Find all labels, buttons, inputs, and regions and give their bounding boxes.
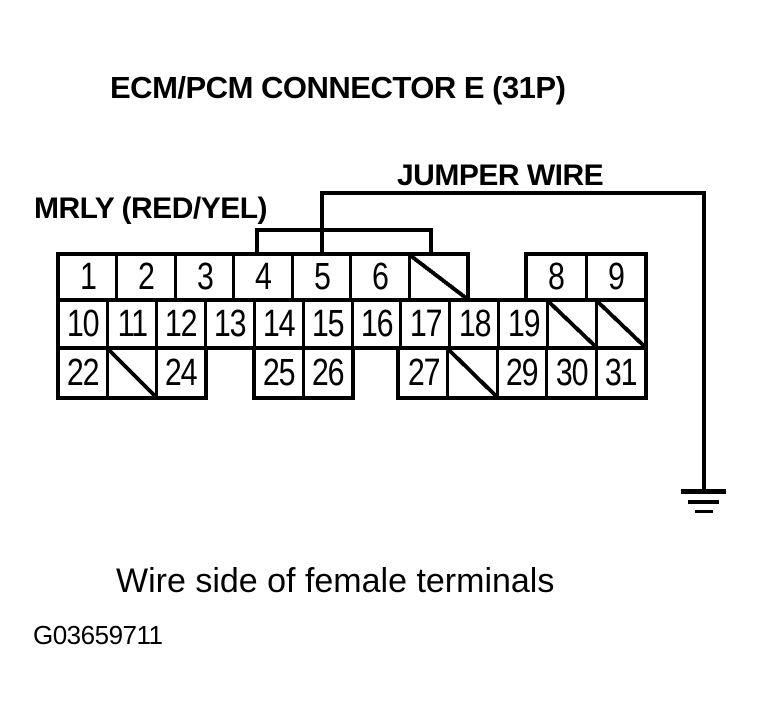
pin-cell-3: 3 <box>173 256 232 298</box>
pin-cell-15: 15 <box>301 302 351 346</box>
pin-number: 30 <box>555 351 589 394</box>
pin-cell-13: 13 <box>203 302 253 346</box>
pin-number: 2 <box>138 256 155 298</box>
pin-number: 12 <box>165 302 198 345</box>
pin-cell-24: 24 <box>155 350 204 396</box>
pin-number: 8 <box>548 256 565 298</box>
pin-number: 22 <box>67 351 100 394</box>
pin-number: 14 <box>262 302 296 345</box>
pin-number: 17 <box>409 302 443 345</box>
pin-cell-10: 10 <box>60 302 106 346</box>
jumper-wire-label: JUMPER WIRE <box>397 159 604 192</box>
jumper-wire-to-ground-segment <box>702 191 706 491</box>
pin-cell-30: 30 <box>545 350 594 396</box>
diagram-title: ECM/PCM CONNECTOR E (31P) <box>110 70 566 105</box>
pin-cell-2: 2 <box>115 256 173 298</box>
pin-row-3-block-left: 22 24 <box>56 346 208 400</box>
pin-number: 13 <box>214 302 247 345</box>
pin-number: 31 <box>605 351 638 394</box>
pin-cell-29: 29 <box>495 350 545 396</box>
pin-number: 6 <box>371 256 389 298</box>
pin-cell-5: 5 <box>290 256 349 298</box>
empty-cavity-cell <box>446 350 496 396</box>
pin-number: 29 <box>506 351 539 394</box>
pin-cell-16: 16 <box>350 302 400 346</box>
empty-cavity-cell <box>595 302 645 346</box>
jumper-wire-horizontal-segment <box>320 191 706 195</box>
pin-cell-8: 8 <box>528 256 585 298</box>
chassis-ground-icon <box>681 489 726 515</box>
pin-number: 18 <box>458 302 492 345</box>
pin-number: 9 <box>607 256 625 298</box>
pin-cell-17: 17 <box>399 302 448 346</box>
pin-cell-18: 18 <box>448 302 497 346</box>
pin-cell-4: 4 <box>232 256 290 298</box>
pin-cell-1: 1 <box>60 256 115 298</box>
pin-cell-27: 27 <box>400 350 446 396</box>
pin-cell-12: 12 <box>154 302 204 346</box>
pin-cell-31: 31 <box>594 350 644 396</box>
figure-id: G03659711 <box>33 620 163 650</box>
pin-number: 25 <box>263 351 296 394</box>
pin-number: 27 <box>407 351 440 394</box>
mrly-wire-label: MRLY (RED/YEL) <box>34 192 268 225</box>
pin-number: 11 <box>117 302 147 345</box>
pin-row-3-block-middle: 25 26 <box>252 346 355 400</box>
connector-key-tab <box>255 228 433 256</box>
pin-cell-25: 25 <box>256 350 302 396</box>
empty-cavity-cell <box>106 350 155 396</box>
pin-number: 3 <box>196 256 214 298</box>
pin-cell-14: 14 <box>252 302 302 346</box>
pin-number: 26 <box>312 351 345 394</box>
pin-row-2-block: 10 11 12 13 14 15 16 17 18 19 <box>56 298 648 350</box>
pin-number: 24 <box>165 351 198 394</box>
diagram-caption: Wire side of female terminals <box>116 562 555 600</box>
pin-cell-26: 26 <box>302 350 351 396</box>
pin-number: 4 <box>255 256 272 298</box>
jumper-wire-to-pin5-segment <box>320 191 324 256</box>
empty-cavity-cell <box>546 302 596 346</box>
pin-row-3-block-right: 27 29 30 31 <box>396 346 648 400</box>
pin-cell-6: 6 <box>349 256 407 298</box>
pin-number: 1 <box>79 256 97 298</box>
pin-cell-9: 9 <box>584 256 645 298</box>
pin-number: 10 <box>67 302 100 345</box>
pin-cell-11: 11 <box>105 302 155 346</box>
pin-number: 5 <box>313 256 331 298</box>
pin-cell-19: 19 <box>497 302 546 346</box>
empty-cavity-cell <box>407 256 466 298</box>
pin-number: 16 <box>360 302 394 345</box>
pin-number: 15 <box>311 302 345 345</box>
pin-number: 19 <box>507 302 541 345</box>
pin-cell-22: 22 <box>60 350 106 396</box>
